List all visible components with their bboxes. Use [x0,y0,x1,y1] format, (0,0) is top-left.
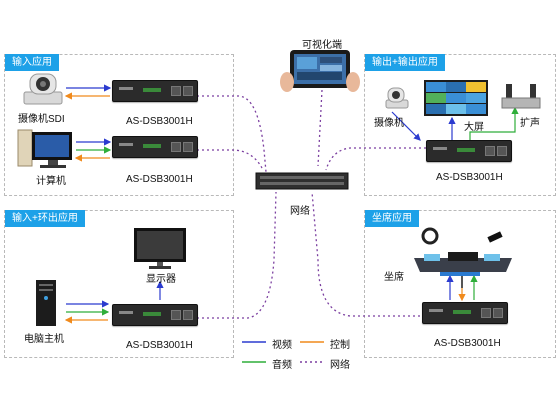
camera-sdi-label: 摄像机SDI [18,114,65,125]
loop-section: 输入+环出应用 [4,210,234,358]
device-loop [112,304,198,326]
speaker-label: 扩声 [520,118,540,129]
loop-links [64,280,164,324]
model-label-output: AS-DSB3001H [436,172,503,183]
speaker-image [501,84,541,109]
network-center-label: 网络 [290,206,310,217]
computer-label: 计算机 [36,176,66,187]
legend-lines [242,341,324,363]
big-screen-label: 大屏 [464,122,484,133]
loop-section-tag: 输入+环出应用 [5,210,85,227]
seat-section-tag: 坐席应用 [365,210,419,227]
device-input-camera [112,80,198,102]
legend-video: 视频 [272,340,292,351]
camera-label: 摄像机 [374,118,404,129]
output-links [391,106,519,141]
monitor-image [134,228,186,269]
device-seat [422,302,508,324]
seat-console-image [414,227,512,288]
legend-audio: 音频 [272,360,292,371]
video-wall-image [424,80,488,116]
computer-image [17,129,72,168]
output-section: 输出+输出应用 [364,54,556,196]
model-label-input-camera: AS-DSB3001H [126,116,193,127]
network-switch-image [255,172,349,190]
output-section-tag: 输出+输出应用 [365,54,445,71]
computer-links [74,138,112,162]
pc-host-image [36,280,56,326]
network-links [197,89,440,319]
camera-sdi-image [23,73,63,105]
input-section: 输入应用 [4,54,234,196]
tablet-image [280,50,360,92]
input-section-tag: 输入应用 [5,54,59,71]
monitor-label: 显示器 [146,274,176,285]
model-label-loop: AS-DSB3001H [126,340,193,351]
legend-control: 控制 [330,340,350,351]
pc-host-label: 电脑主机 [24,334,64,345]
device-input-computer [112,136,198,158]
seat-section: 坐席应用 [364,210,556,358]
model-label-input-computer: AS-DSB3001H [126,174,193,185]
device-output [426,140,512,162]
camera-sdi-links [64,84,112,100]
output-camera-image [385,87,409,109]
legend-network: 网络 [330,360,350,371]
visual-terminal-label: 可视化端 [302,40,342,51]
seat-label: 坐席 [384,272,404,283]
model-label-seat: AS-DSB3001H [434,338,501,349]
